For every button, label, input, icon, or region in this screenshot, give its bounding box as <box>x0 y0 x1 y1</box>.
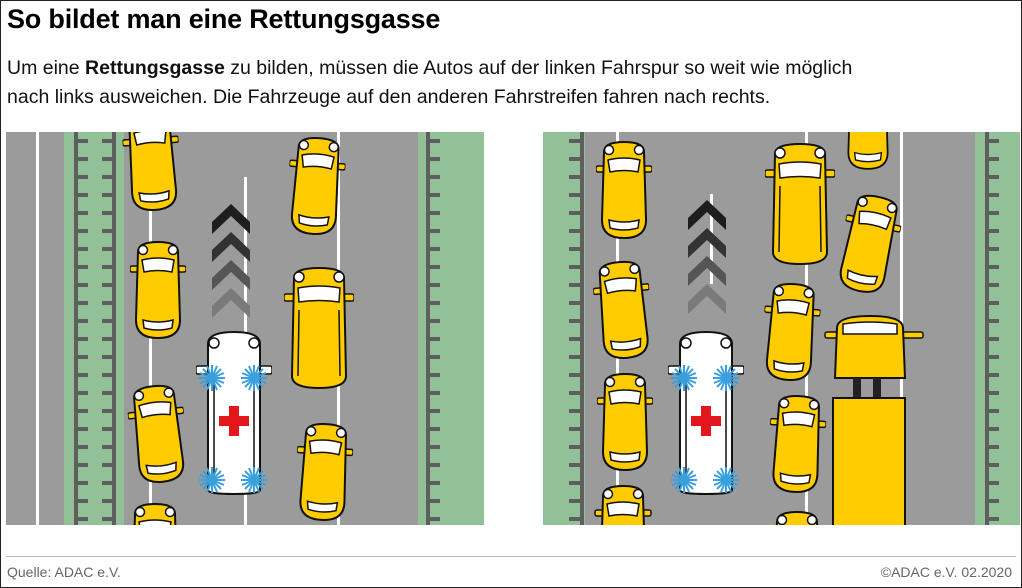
guardrail <box>74 132 78 525</box>
illustration-rescue-lane-three-lanes <box>543 132 1020 525</box>
description-line2: nach links ausweichen. Die Fahrzeuge auf… <box>7 86 771 108</box>
description-highlight: Rettungsgasse <box>85 57 225 79</box>
illustration-correct-rescue-lane <box>6 132 484 525</box>
car <box>597 373 653 471</box>
guardrail <box>985 132 989 525</box>
van <box>284 267 354 389</box>
car <box>593 484 653 525</box>
ambulance <box>668 332 744 494</box>
ambulance <box>196 332 272 494</box>
footer-divider <box>6 556 1016 557</box>
guardrail <box>580 132 584 525</box>
car <box>596 140 652 240</box>
description-line1-pre: Um eine <box>7 57 86 79</box>
guardrail <box>112 132 116 525</box>
page-title: So bildet man eine Rettungsgasse <box>7 4 441 34</box>
van <box>765 143 835 265</box>
source-credit: Quelle: ADAC e.V. <box>7 564 121 580</box>
lane-marking <box>36 132 39 525</box>
car <box>130 241 186 339</box>
lane-marking <box>149 202 152 525</box>
guardrail <box>426 132 430 525</box>
description-line1-post: zu bilden, müssen die Autos auf der link… <box>224 57 853 79</box>
truck <box>824 314 924 525</box>
description: Um eine Rettungsgasse zu bilden, müssen … <box>7 54 852 112</box>
copyright: ©ADAC e.V. 02.2020 <box>880 564 1012 580</box>
